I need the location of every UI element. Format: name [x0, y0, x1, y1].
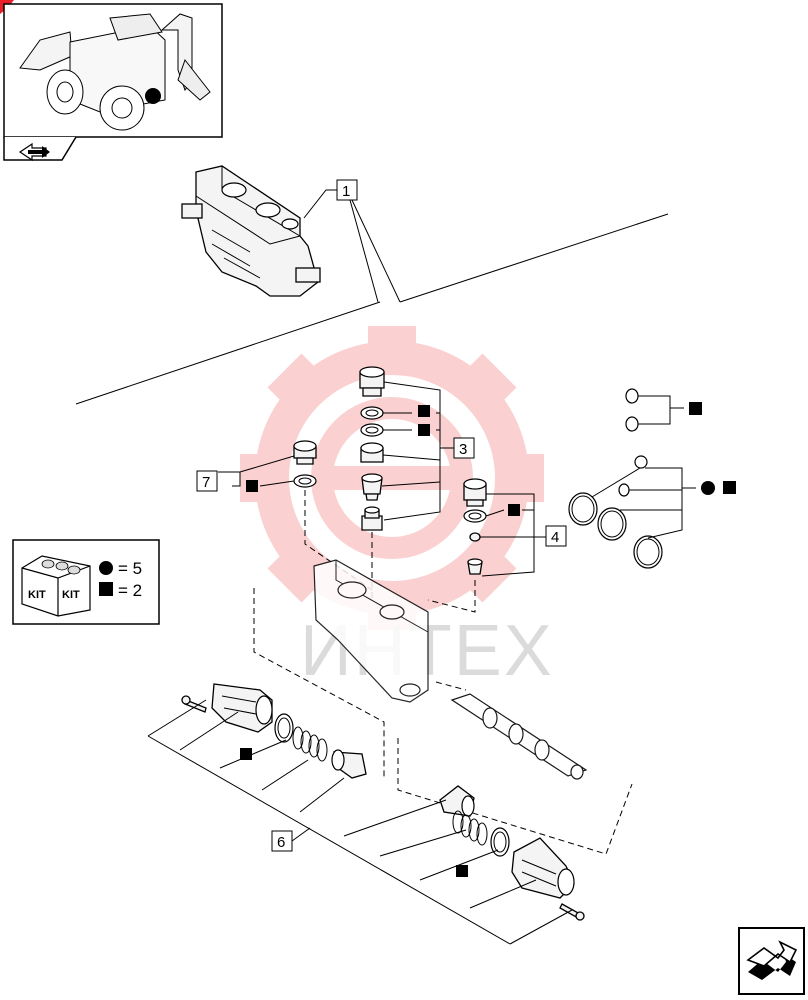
- kit-square-marker: [456, 865, 468, 877]
- overview-thumbnail: [3, 3, 223, 162]
- kit-square-marker: [689, 402, 702, 415]
- svg-text:1: 1: [342, 183, 350, 200]
- svg-text:= 2: = 2: [118, 581, 142, 600]
- callout-7[interactable]: 7: [196, 470, 218, 492]
- forward-nav-button[interactable]: [738, 927, 805, 995]
- part-group-3: [359, 366, 385, 531]
- large-o-ring-set: [568, 455, 663, 569]
- part-group-6: [181, 683, 585, 921]
- location-marker: [145, 88, 161, 104]
- kit-square-marker: [240, 748, 252, 760]
- svg-text:4: 4: [551, 529, 559, 546]
- callout-1[interactable]: 1: [336, 179, 358, 201]
- svg-text:3: 3: [459, 441, 467, 458]
- kit-square-marker: [246, 480, 258, 492]
- kit-circle-marker: [701, 481, 715, 495]
- kit-square-marker: [418, 405, 430, 417]
- kit-circle-marker: [99, 561, 113, 575]
- valve-section-body: [181, 165, 321, 297]
- svg-text:= 5: = 5: [118, 559, 142, 578]
- kit-square-marker: [99, 582, 113, 596]
- svg-text:6: 6: [277, 834, 285, 851]
- o-ring: [360, 406, 384, 420]
- svg-text:KIT: KIT: [28, 589, 46, 601]
- forward-arrow-icon: [746, 940, 798, 980]
- callout-4[interactable]: 4: [545, 525, 567, 547]
- callout-6[interactable]: 6: [271, 830, 293, 852]
- lower-valve-body: [313, 559, 429, 703]
- kit-legend: KIT KIT = 5 = 2: [12, 539, 160, 625]
- o-ring: [463, 509, 487, 523]
- kit-square-marker: [723, 481, 736, 494]
- spool-assembly: [450, 693, 588, 780]
- kit-square-marker: [508, 504, 520, 516]
- o-ring: [360, 423, 384, 437]
- kit-square-marker: [418, 424, 430, 436]
- part-group-7: [293, 440, 317, 488]
- callout-3[interactable]: 3: [453, 437, 475, 459]
- svg-text:7: 7: [202, 474, 210, 491]
- o-ring: [293, 474, 317, 488]
- kit-box-icon: KIT KIT: [21, 555, 91, 617]
- backhoe-loader-thumbnail: [19, 13, 211, 131]
- small-o-ring-pair: [625, 388, 639, 432]
- back-arrow-icon[interactable]: [18, 142, 50, 162]
- watermark-gear-icon: [240, 326, 544, 630]
- svg-text:KIT: KIT: [62, 589, 80, 601]
